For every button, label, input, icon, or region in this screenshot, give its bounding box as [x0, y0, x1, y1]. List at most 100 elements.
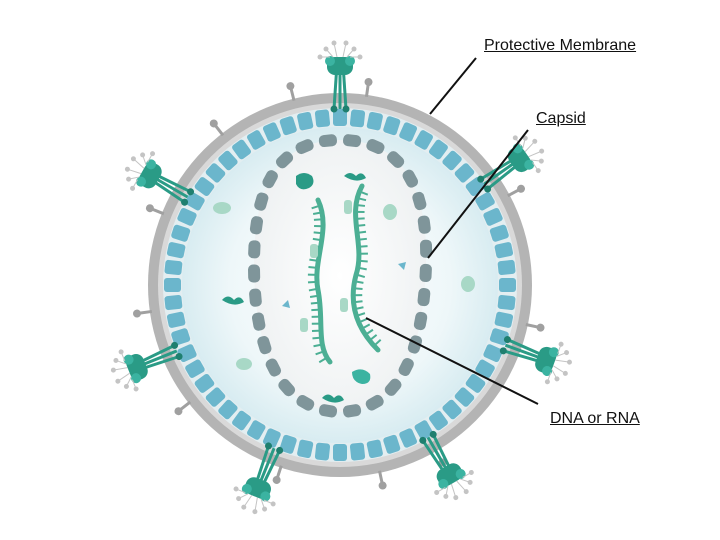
capsid-segment	[402, 169, 419, 188]
genome-tick	[373, 339, 382, 347]
capsid-segment	[296, 394, 315, 411]
leader-line-dna	[365, 317, 539, 405]
label-protective-membrane: Protective Membrane	[484, 37, 637, 54]
capsomere	[499, 278, 516, 292]
capsomere	[475, 359, 495, 378]
protein-particle	[344, 173, 366, 181]
short-spikes	[132, 77, 545, 490]
capsid-segment	[384, 378, 402, 396]
capsomere	[279, 434, 297, 454]
capsomere	[399, 122, 418, 142]
glycoprotein-spike	[419, 430, 474, 501]
genome-tick	[356, 230, 367, 234]
capsomere	[247, 130, 266, 150]
capsomere	[454, 387, 475, 407]
membrane-spike	[174, 400, 192, 416]
capsid-segment	[249, 216, 264, 235]
capsomere	[205, 163, 226, 183]
capsid-segment	[254, 192, 269, 211]
genome-tick	[355, 217, 365, 220]
protein-particle	[213, 202, 231, 214]
capsomere	[442, 399, 462, 420]
membrane-spike	[364, 77, 373, 98]
capsomere	[297, 111, 314, 131]
capsid-segment	[342, 404, 362, 418]
genome-tick	[313, 231, 323, 235]
capsomere	[205, 387, 226, 407]
glycoprotein-spike	[499, 336, 572, 385]
genome-tick	[355, 273, 366, 279]
genome-tick	[307, 280, 318, 284]
capsomere	[164, 294, 183, 311]
capsid-segment	[251, 312, 266, 331]
capsid-segment	[318, 404, 338, 418]
capsid-segment	[265, 358, 282, 377]
genome-tick	[364, 328, 374, 336]
genome-tick	[313, 343, 323, 348]
genome-tick	[315, 350, 325, 356]
glycoprotein-spike	[233, 442, 284, 515]
capsomere	[279, 116, 297, 136]
capsid-segment	[249, 288, 262, 307]
membrane-spike	[272, 465, 283, 484]
genome-tick	[359, 190, 369, 196]
capsid-segment	[278, 378, 296, 397]
capsid-segment	[257, 335, 272, 355]
capsomere	[475, 192, 495, 211]
genome-tick	[354, 280, 364, 284]
protein-particle	[236, 358, 252, 370]
glycoprotein-spikes	[110, 40, 572, 515]
capsomere	[333, 109, 347, 126]
membrane-spike	[525, 323, 545, 332]
protein-particle	[340, 298, 348, 312]
genome-base-ticks	[307, 190, 382, 364]
genome-tick	[358, 245, 368, 248]
capsomere	[465, 373, 486, 393]
capsomere	[414, 420, 433, 440]
capsomere	[232, 139, 252, 160]
capsid-segment	[248, 240, 261, 259]
genome-tick	[311, 204, 321, 210]
capsomere	[489, 224, 509, 242]
capsid-segment	[387, 151, 405, 169]
capsomere	[349, 442, 366, 461]
genome-tick	[368, 334, 378, 342]
capsomere	[164, 259, 183, 276]
genome-tick	[353, 287, 363, 291]
capsomere	[483, 207, 503, 226]
genome-tick	[353, 300, 363, 304]
genome-tick	[357, 266, 367, 271]
protein-particles	[213, 173, 475, 403]
capsomere	[414, 130, 433, 150]
genome-strands	[307, 183, 382, 365]
capsid-segment	[417, 287, 431, 307]
protein-particle	[322, 394, 344, 403]
protein-particle	[300, 318, 308, 332]
capsid-segment	[365, 394, 384, 411]
capsid-segment	[275, 151, 294, 169]
capsomere	[442, 150, 462, 171]
leader-line-membrane	[429, 57, 477, 115]
capsid-core	[254, 140, 427, 412]
capsomere	[349, 109, 366, 128]
capsomere	[366, 111, 383, 131]
capsid-segment	[342, 134, 362, 148]
genome-tick	[313, 218, 323, 221]
capsid-segment	[295, 139, 314, 155]
protein-particle	[310, 244, 318, 258]
leader-line-capsid	[427, 129, 529, 259]
membrane-spike	[132, 309, 153, 318]
protein-particle	[461, 276, 475, 292]
label-capsid: Capsid	[536, 110, 586, 127]
capsomere	[171, 224, 191, 242]
genome-tick	[308, 265, 318, 269]
membrane-spike	[145, 204, 165, 216]
capsid-segment	[398, 357, 414, 377]
capsomere	[333, 444, 347, 461]
genome-tick	[361, 323, 371, 330]
capsomere	[383, 116, 401, 136]
capsid-segment	[419, 263, 432, 282]
capsomere	[366, 439, 383, 459]
capsomere	[428, 139, 448, 160]
